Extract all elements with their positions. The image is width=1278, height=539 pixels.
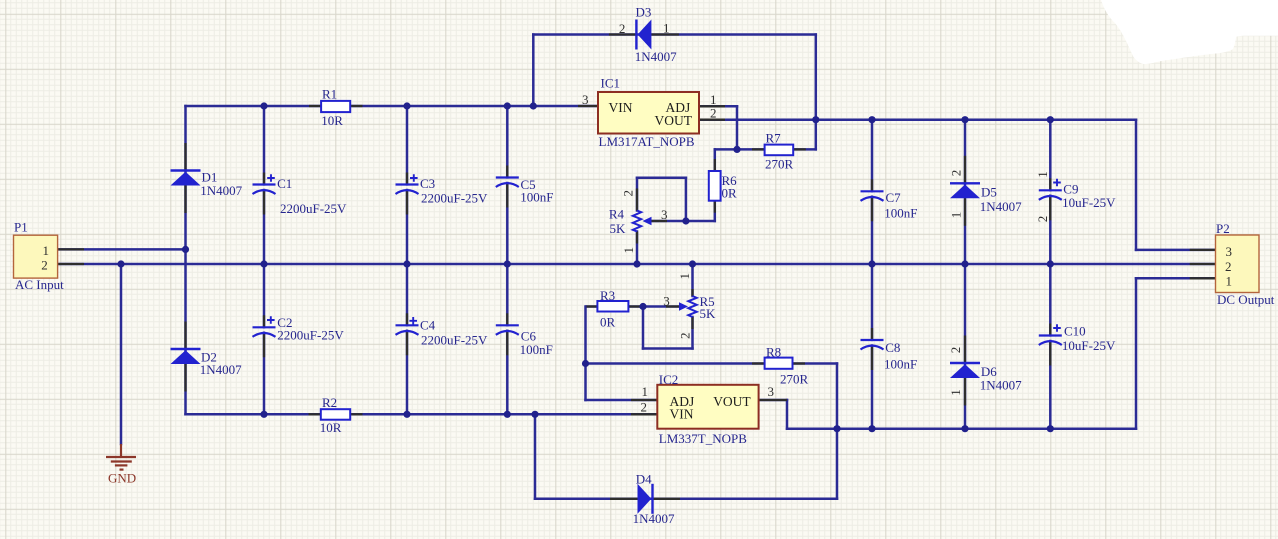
svg-text:2: 2 <box>641 400 648 415</box>
svg-text:ADJ: ADJ <box>666 100 691 115</box>
svg-text:LM317AT_NOPB: LM317AT_NOPB <box>599 134 695 149</box>
svg-text:2200uF-25V: 2200uF-25V <box>421 190 488 205</box>
svg-text:10R: 10R <box>320 420 342 435</box>
svg-text:100nF: 100nF <box>520 342 553 357</box>
svg-text:5K: 5K <box>610 221 627 236</box>
svg-text:P1: P1 <box>14 220 28 235</box>
svg-text:1: 1 <box>710 92 717 107</box>
svg-text:100nF: 100nF <box>884 206 917 221</box>
svg-text:C8: C8 <box>885 340 900 355</box>
svg-text:2200uF-25V: 2200uF-25V <box>280 201 347 216</box>
svg-text:2: 2 <box>677 333 692 340</box>
svg-text:ADJ: ADJ <box>670 394 695 409</box>
svg-text:2: 2 <box>710 106 717 121</box>
svg-text:AC Input: AC Input <box>15 277 64 292</box>
svg-text:R5: R5 <box>700 294 715 309</box>
svg-text:VIN: VIN <box>670 406 694 421</box>
svg-text:2: 2 <box>948 347 963 354</box>
svg-text:2200uF-25V: 2200uF-25V <box>277 327 344 342</box>
svg-text:C10: C10 <box>1064 324 1086 339</box>
svg-text:2200uF-25V: 2200uF-25V <box>421 332 488 347</box>
svg-text:D2: D2 <box>201 350 217 365</box>
svg-text:2: 2 <box>1035 216 1050 223</box>
svg-text:VOUT: VOUT <box>713 394 751 409</box>
svg-text:1N4007: 1N4007 <box>633 511 675 526</box>
svg-text:C2: C2 <box>277 315 292 330</box>
svg-text:1N4007: 1N4007 <box>980 199 1022 214</box>
svg-text:R2: R2 <box>322 395 337 410</box>
svg-text:D4: D4 <box>636 472 652 487</box>
svg-text:10uF-25V: 10uF-25V <box>1062 195 1116 210</box>
svg-text:IC1: IC1 <box>601 75 621 90</box>
svg-text:DC Output: DC Output <box>1217 292 1275 307</box>
svg-text:VIN: VIN <box>609 100 633 115</box>
svg-text:LM337T_NOPB: LM337T_NOPB <box>659 431 747 446</box>
svg-text:GND: GND <box>108 471 136 486</box>
svg-text:1: 1 <box>621 247 636 254</box>
svg-text:1: 1 <box>1226 274 1233 289</box>
svg-text:C3: C3 <box>420 176 435 191</box>
svg-text:1N4007: 1N4007 <box>635 49 677 64</box>
svg-text:R6: R6 <box>722 173 738 188</box>
svg-text:270R: 270R <box>780 371 809 386</box>
svg-text:D3: D3 <box>636 5 652 20</box>
svg-text:R4: R4 <box>609 207 625 222</box>
svg-text:VOUT: VOUT <box>655 113 693 128</box>
svg-text:R8: R8 <box>766 345 781 360</box>
svg-text:100nF: 100nF <box>884 356 917 371</box>
svg-text:D5: D5 <box>981 184 997 199</box>
svg-text:1: 1 <box>663 20 670 35</box>
svg-text:C6: C6 <box>521 329 537 344</box>
svg-text:2: 2 <box>620 190 635 197</box>
svg-text:R7: R7 <box>766 131 782 146</box>
svg-text:5K: 5K <box>700 306 717 321</box>
svg-text:R3: R3 <box>600 288 615 303</box>
svg-text:IC2: IC2 <box>659 372 679 387</box>
svg-text:D6: D6 <box>981 364 997 379</box>
svg-text:C5: C5 <box>521 177 536 192</box>
svg-text:3: 3 <box>1226 244 1233 259</box>
svg-text:1: 1 <box>43 243 50 258</box>
svg-text:C1: C1 <box>277 176 292 191</box>
svg-text:1: 1 <box>948 389 963 396</box>
svg-text:2: 2 <box>1225 259 1232 274</box>
svg-text:2: 2 <box>41 257 48 272</box>
svg-text:3: 3 <box>661 207 668 222</box>
svg-text:3: 3 <box>582 92 589 107</box>
svg-text:100nF: 100nF <box>520 189 553 204</box>
svg-text:3: 3 <box>663 294 670 309</box>
svg-text:C4: C4 <box>420 318 436 333</box>
svg-text:1: 1 <box>948 212 963 219</box>
svg-text:2: 2 <box>948 170 963 177</box>
svg-text:3: 3 <box>768 384 775 399</box>
svg-text:2: 2 <box>619 21 626 36</box>
svg-text:1N4007: 1N4007 <box>200 183 242 198</box>
svg-text:270R: 270R <box>765 156 794 171</box>
svg-text:1: 1 <box>677 273 692 280</box>
svg-text:0R: 0R <box>722 186 738 201</box>
svg-text:1: 1 <box>1035 171 1050 178</box>
svg-text:1: 1 <box>642 384 649 399</box>
svg-text:P2: P2 <box>1216 221 1230 236</box>
svg-text:R1: R1 <box>322 86 337 101</box>
svg-text:0R: 0R <box>600 315 616 330</box>
svg-text:1N4007: 1N4007 <box>200 362 242 377</box>
svg-text:10R: 10R <box>321 113 343 128</box>
svg-text:D1: D1 <box>202 170 218 185</box>
svg-text:1N4007: 1N4007 <box>980 377 1022 392</box>
svg-text:10uF-25V: 10uF-25V <box>1062 338 1116 353</box>
svg-text:C9: C9 <box>1063 182 1078 197</box>
svg-text:C7: C7 <box>886 190 902 205</box>
